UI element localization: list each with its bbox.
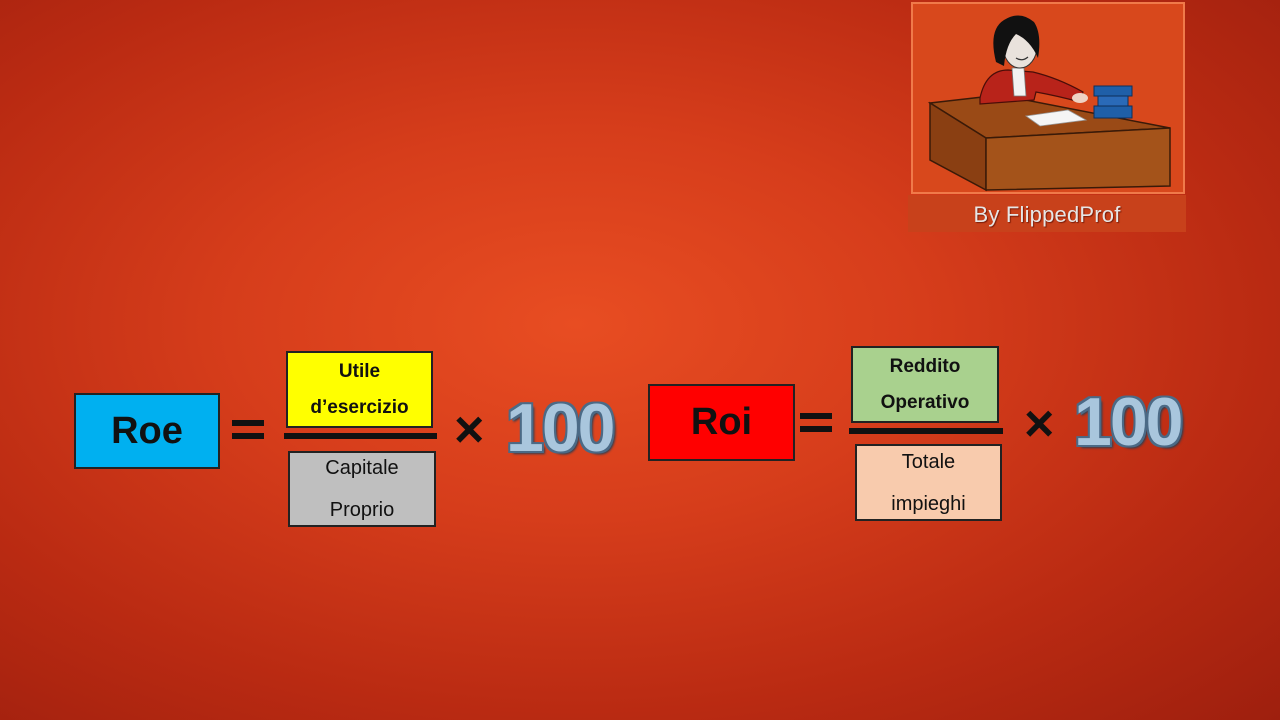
- flippedprof-logo: By FlippedProf: [908, 0, 1186, 232]
- logo-caption: By FlippedProf: [908, 195, 1186, 232]
- roe-denominator-box: Capitale Proprio: [288, 451, 436, 527]
- professor-at-desk-icon: [927, 15, 1171, 192]
- roe-label-box: Roe: [74, 393, 220, 469]
- roe-numerator-box: Utile d’esercizio: [286, 351, 433, 428]
- roe-multiplier: 100: [506, 390, 615, 466]
- roi-fraction-bar: [849, 428, 1003, 434]
- roi-multiplier: 100: [1074, 384, 1183, 460]
- roi-denominator-box: Totale impieghi: [855, 444, 1002, 521]
- roi-label-box: Roi: [648, 384, 795, 461]
- roe-times-sign: ×: [454, 401, 485, 459]
- roe-equals-sign: [232, 420, 264, 440]
- roe-fraction-bar: [284, 433, 437, 439]
- roi-equals-sign: [800, 413, 832, 433]
- roi-numerator-box: Reddito Operativo: [851, 346, 999, 423]
- roi-times-sign: ×: [1024, 395, 1055, 453]
